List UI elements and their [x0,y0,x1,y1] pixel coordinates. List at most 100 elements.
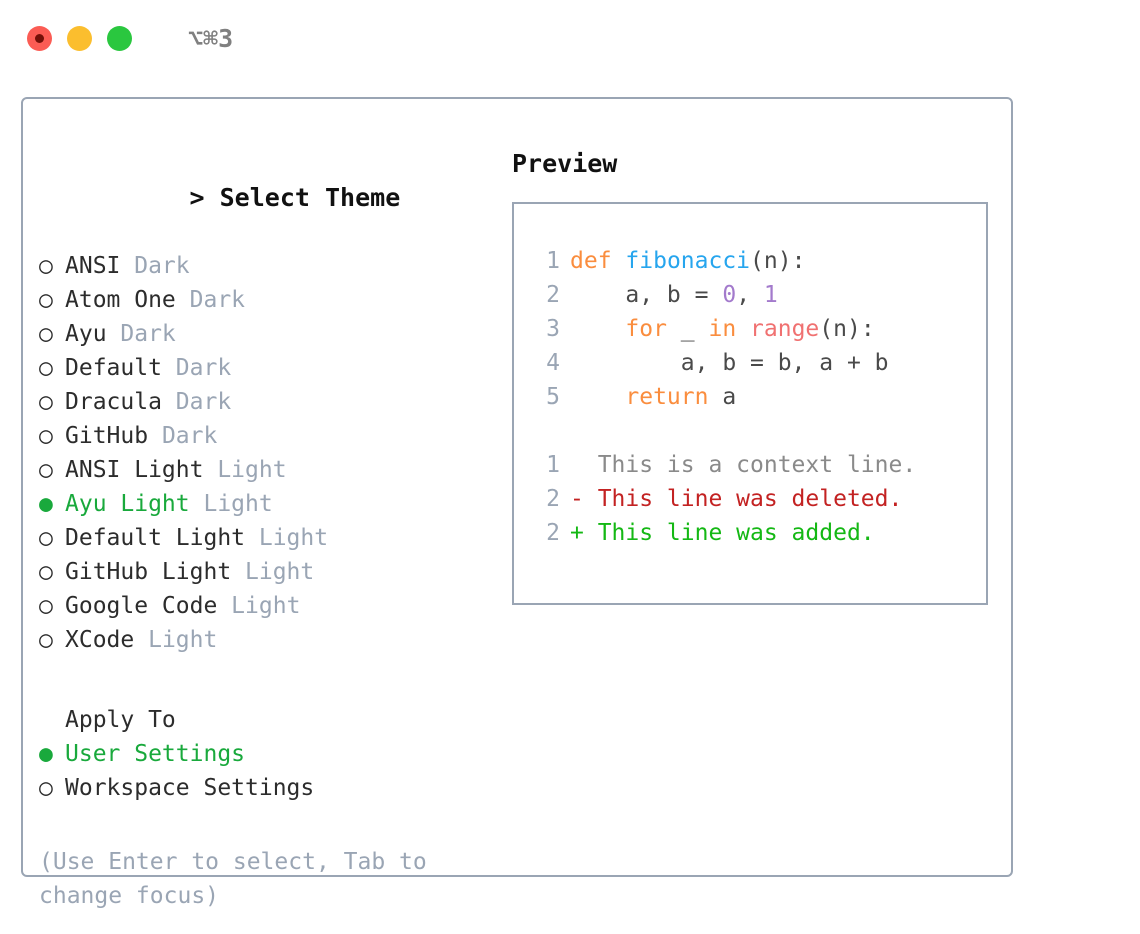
theme-option-1[interactable]: ○ Atom One Dark [39,283,489,317]
theme-option-label: GitHub [65,423,149,449]
radio-unselected-icon: ○ [39,321,67,347]
code-token: def [570,248,612,274]
close-button[interactable] [27,25,52,51]
theme-option-tag: Dark [120,253,190,279]
maximize-button[interactable] [107,25,132,51]
theme-option-tag: Dark [161,389,232,415]
theme-option-label: Ayu [65,321,107,347]
code-line-1: 2 a, b = 0, 1 [514,278,986,312]
code-token: 1 [763,282,778,308]
theme-option-label: Default Light [65,525,246,551]
apply-option-1[interactable]: ○ Workspace Settings [39,771,489,805]
radio-unselected-icon: ○ [39,559,67,585]
radio-unselected-icon: ○ [39,457,67,483]
theme-option-label: XCode [65,627,135,653]
radio-unselected-icon: ○ [39,593,67,619]
main-panel: > Select Theme ○ ANSI Dark○ Atom One Dar… [21,97,1013,909]
code-token: (n): [750,248,806,274]
line-number: 1 [546,452,560,478]
line-number: 1 [546,248,560,274]
theme-option-label: GitHub Light [65,559,232,585]
theme-option-label: ANSI [65,253,121,279]
keyboard-hint-text: (Use Enter to select, Tab to change focu… [39,849,427,909]
code-token: a, b = [570,282,723,308]
code-token [612,248,626,274]
radio-unselected-icon: ○ [39,525,67,551]
code-token [570,384,625,410]
line-number: 3 [546,316,560,342]
theme-option-3[interactable]: ○ Default Dark [39,351,489,385]
theme-option-11[interactable]: ○ XCode Light [39,623,489,657]
apply-to-option-list[interactable]: ● User Settings○ Workspace Settings [39,737,489,805]
radio-selected-icon: ● [39,741,67,767]
theme-option-tag: Light [217,593,301,619]
apply-option-0[interactable]: ● User Settings [39,737,489,771]
radio-unselected-icon: ○ [39,253,67,279]
theme-option-label: Atom One [65,287,176,313]
code-token: a, b = b, a + b [570,350,889,376]
radio-unselected-icon: ○ [39,775,67,801]
theme-option-10[interactable]: ○ Google Code Light [39,589,489,623]
theme-option-5[interactable]: ○ GitHub Dark [39,419,489,453]
theme-option-label: Dracula [65,389,162,415]
code-token: for [625,316,667,342]
code-token: in [708,316,737,342]
code-token [736,316,750,342]
code-token: _ [666,316,709,342]
diff-line-2: 2 + This line was added. [514,516,986,550]
apply-option-label: User Settings [65,741,246,767]
code-token: fibonacci [625,248,751,274]
theme-option-tag: Light [245,525,329,551]
theme-option-9[interactable]: ○ GitHub Light Light [39,555,489,589]
code-token: range [750,316,820,342]
theme-option-label: Google Code [65,593,218,619]
line-number: 2 [546,282,560,308]
theme-option-label: Ayu Light [65,491,190,517]
window-shortcut-label: ⌥⌘3 [188,23,234,53]
diff-line-0: 1 This is a context line. [514,448,986,482]
theme-option-tag: Light [134,627,218,653]
code-token: a [708,384,737,410]
code-token: (n): [819,316,875,342]
theme-option-tag: Light [203,457,287,483]
radio-unselected-icon: ○ [39,423,67,449]
theme-option-tag: Light [231,559,315,585]
minimize-button[interactable] [67,25,92,51]
theme-option-7[interactable]: ● Ayu Light Light [39,487,489,521]
radio-unselected-icon: ○ [39,389,67,415]
line-number: 4 [546,350,560,376]
radio-unselected-icon: ○ [39,287,67,313]
theme-option-tag: Dark [175,287,246,313]
theme-option-tag: Light [189,491,273,517]
code-line-4: 5 return a [514,380,986,414]
diff-text: This is a context line. [570,452,917,478]
code-line-3: 4 a, b = b, a + b [514,346,986,380]
apply-option-label: Workspace Settings [65,775,315,801]
theme-option-tag: Dark [148,423,218,449]
theme-option-list[interactable]: ○ ANSI Dark○ Atom One Dark○ Ayu Dark○ De… [39,249,489,657]
line-number: 2 [546,520,560,546]
theme-option-6[interactable]: ○ ANSI Light Light [39,453,489,487]
diff-text: + This line was added. [570,520,875,546]
theme-option-4[interactable]: ○ Dracula Dark [39,385,489,419]
radio-unselected-icon: ○ [39,355,67,381]
code-line-0: 1 def fibonacci(n): [514,244,986,278]
code-token: 0 [722,282,737,308]
line-number: 2 [546,486,560,512]
radio-selected-icon: ● [39,491,67,517]
preview-heading: Preview [512,149,618,178]
theme-option-0[interactable]: ○ ANSI Dark [39,249,489,283]
theme-option-2[interactable]: ○ Ayu Dark [39,317,489,351]
diff-line-1: 2- This line was deleted. [514,482,986,516]
prompt-caret: > [189,183,220,212]
radio-unselected-icon: ○ [39,627,67,653]
code-token: return [625,384,709,410]
select-theme-heading: > Select Theme [39,147,489,249]
theme-option-label: Default [65,355,162,381]
diff-sample: 1 This is a context line.2- This line wa… [514,448,986,550]
code-diff-spacer [514,414,986,448]
theme-option-8[interactable]: ○ Default Light Light [39,521,489,555]
